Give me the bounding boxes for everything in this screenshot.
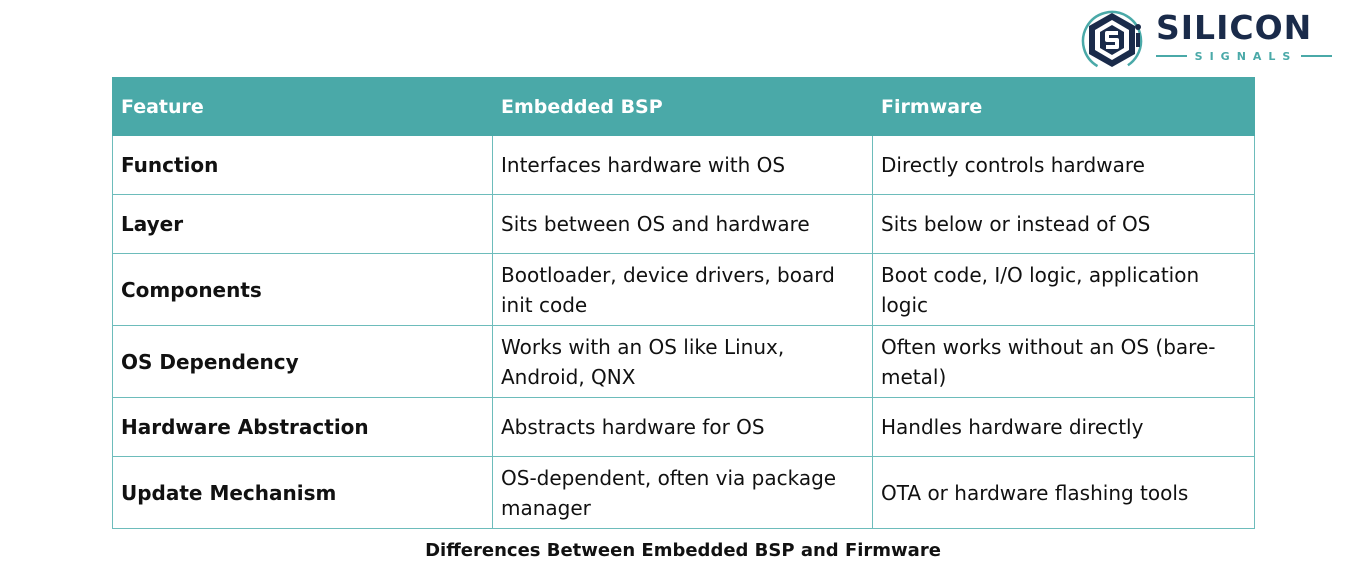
table-row: Function Interfaces hardware with OS Dir… xyxy=(112,135,1255,195)
firmware-cell: Directly controls hardware xyxy=(872,135,1255,195)
bsp-cell: Interfaces hardware with OS xyxy=(492,135,873,195)
tagline-divider-left xyxy=(1156,55,1187,57)
tagline-divider-right xyxy=(1301,55,1333,57)
header-feature: Feature xyxy=(112,77,493,136)
feature-cell: Components xyxy=(112,253,493,326)
bsp-cell: Sits between OS and hardware xyxy=(492,194,873,254)
header-firmware: Firmware xyxy=(872,77,1255,136)
firmware-cell: Boot code, I/O logic, application logic xyxy=(872,253,1255,326)
table-row: OS Dependency Works with an OS like Linu… xyxy=(112,325,1255,398)
table-row: Update Mechanism OS-dependent, often via… xyxy=(112,456,1255,529)
feature-cell: Function xyxy=(112,135,493,195)
comparison-table: Feature Embedded BSP Firmware Function I… xyxy=(112,77,1255,529)
table-row: Layer Sits between OS and hardware Sits … xyxy=(112,194,1255,254)
header-embedded-bsp: Embedded BSP xyxy=(492,77,873,136)
table-row: Hardware Abstraction Abstracts hardware … xyxy=(112,397,1255,457)
silicon-signals-logo: SILICON SIGNALS xyxy=(1080,5,1340,73)
bsp-cell: Works with an OS like Linux, Android, QN… xyxy=(492,325,873,398)
firmware-cell: Often works without an OS (bare-metal) xyxy=(872,325,1255,398)
feature-cell: OS Dependency xyxy=(112,325,493,398)
feature-cell: Hardware Abstraction xyxy=(112,397,493,457)
bsp-cell: Abstracts hardware for OS xyxy=(492,397,873,457)
brand-name: SILICON xyxy=(1156,8,1313,47)
bsp-cell: Bootloader, device drivers, board init c… xyxy=(492,253,873,326)
firmware-cell: OTA or hardware flashing tools xyxy=(872,456,1255,529)
table-row: Components Bootloader, device drivers, b… xyxy=(112,253,1255,326)
firmware-cell: Handles hardware directly xyxy=(872,397,1255,457)
brand-tagline-row: SIGNALS xyxy=(1156,49,1333,63)
table-header-row: Feature Embedded BSP Firmware xyxy=(112,77,1255,136)
feature-cell: Layer xyxy=(112,194,493,254)
bsp-cell: OS-dependent, often via package manager xyxy=(492,456,873,529)
table-caption: Differences Between Embedded BSP and Fir… xyxy=(425,540,941,561)
logo-mark-icon xyxy=(1081,10,1143,72)
brand-tagline: SIGNALS xyxy=(1194,49,1298,63)
firmware-cell: Sits below or instead of OS xyxy=(872,194,1255,254)
feature-cell: Update Mechanism xyxy=(112,456,493,529)
